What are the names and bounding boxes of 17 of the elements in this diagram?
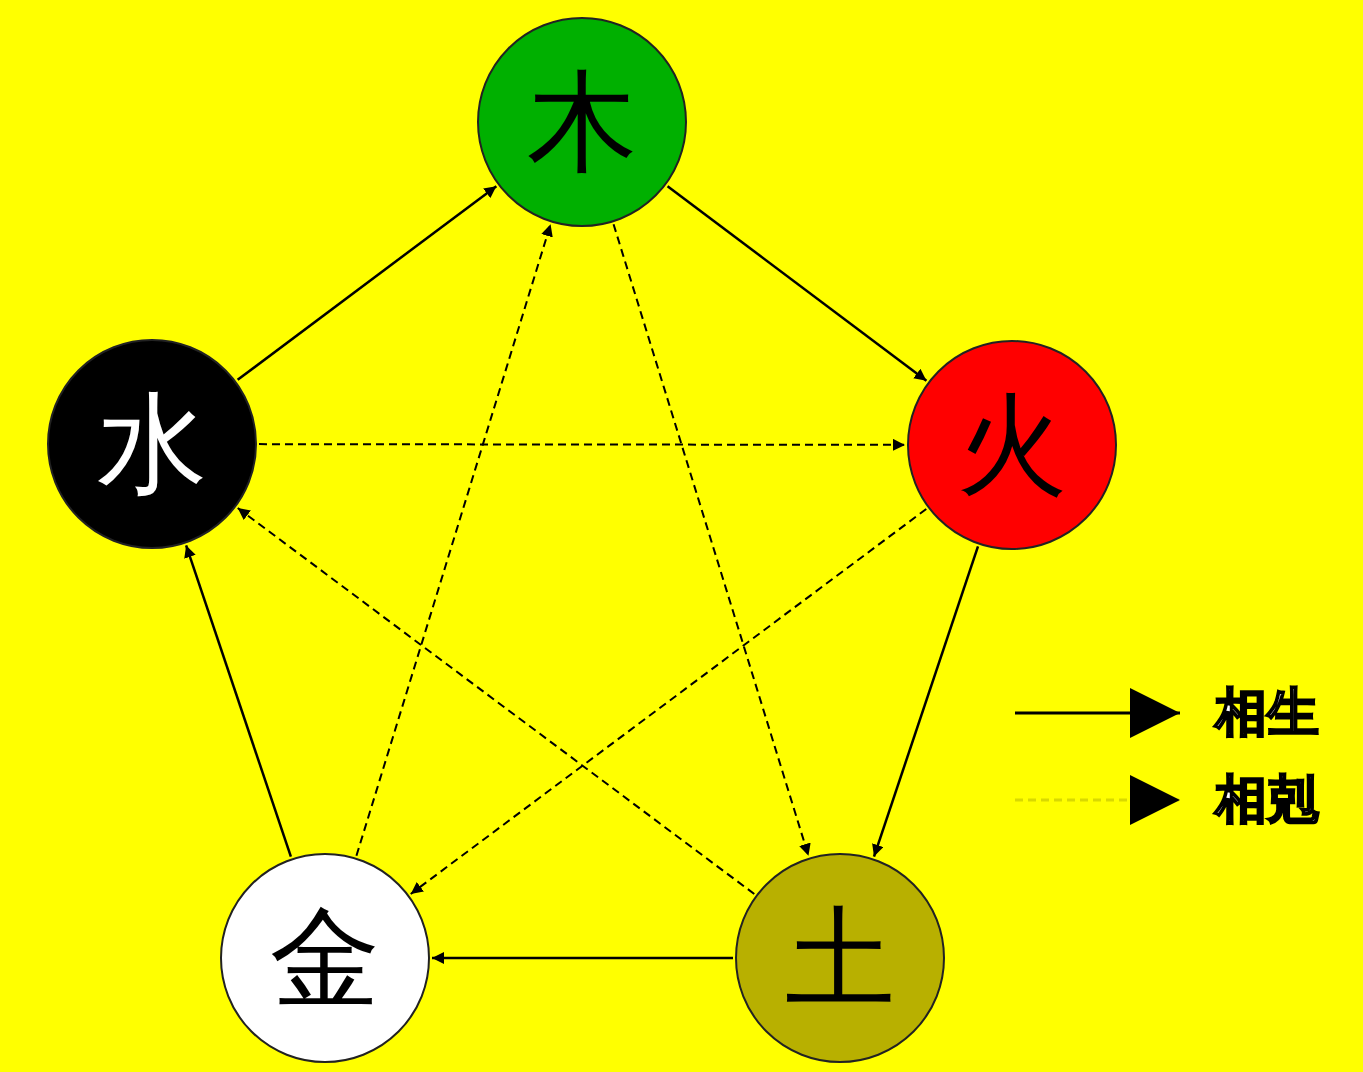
element-label: 木 — [527, 67, 637, 177]
arrow — [872, 546, 980, 857]
dashed-arrow — [355, 223, 553, 857]
dashed-arrow — [612, 223, 811, 857]
element-label: 火 — [957, 390, 1067, 500]
legend-label: 相生 — [1215, 686, 1319, 738]
element-label: 金 — [270, 903, 380, 1013]
element-label: 土 — [785, 903, 895, 1013]
legend-label: 相剋 — [1215, 773, 1319, 825]
arrow — [236, 185, 498, 381]
dashed-arrow — [409, 508, 928, 895]
dashed-arrow — [258, 438, 906, 451]
arrow — [666, 185, 928, 382]
dashed-arrow — [236, 507, 756, 895]
element-label: 水 — [97, 389, 207, 499]
arrow — [432, 952, 733, 964]
arrow — [184, 545, 293, 857]
